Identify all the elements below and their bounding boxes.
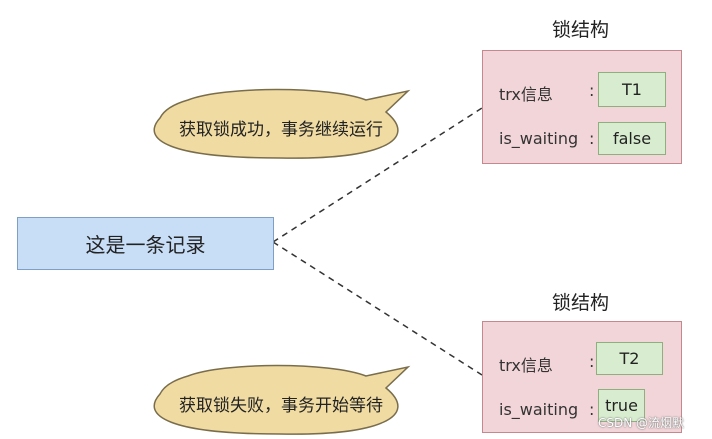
is-waiting-value: false (598, 122, 666, 155)
is-waiting-label: is_waiting (499, 129, 579, 148)
record-label: 这是一条记录 (85, 233, 206, 257)
lock-structure-2: trx信息 : T2 is_waiting : true (482, 321, 682, 433)
connector-to-lock-2 (272, 241, 483, 376)
trx-label: trx信息 (499, 85, 553, 104)
trx-value-text: T2 (619, 349, 640, 368)
colon: : (589, 352, 595, 371)
trx-value-text: T1 (622, 80, 642, 99)
lock-title-2: 锁结构 (552, 292, 610, 314)
trx-value: T2 (596, 342, 663, 375)
trx-label: trx信息 (499, 356, 553, 375)
record-box: 这是一条记录 (17, 217, 274, 270)
trx-value: T1 (598, 72, 666, 107)
lock-title-1: 锁结构 (552, 19, 610, 41)
success-bubble-text: 获取锁成功，事务继续运行 (179, 119, 383, 140)
colon: : (589, 81, 595, 100)
colon: : (589, 129, 595, 148)
colon: : (589, 400, 595, 419)
failure-bubble-text: 获取锁失败，事务开始等待 (179, 395, 383, 416)
watermark: CSDN @流烟默 (598, 416, 685, 430)
connector-to-lock-1 (272, 107, 483, 243)
lock-structure-1: trx信息 : T1 is_waiting : false (482, 50, 682, 164)
is-waiting-value-text: true (605, 396, 638, 415)
is-waiting-value-text: false (612, 129, 652, 148)
success-bubble-shape (153, 88, 411, 159)
failure-bubble-shape (153, 364, 411, 435)
is-waiting-value: true (598, 389, 645, 422)
is-waiting-label: is_waiting (499, 400, 579, 419)
